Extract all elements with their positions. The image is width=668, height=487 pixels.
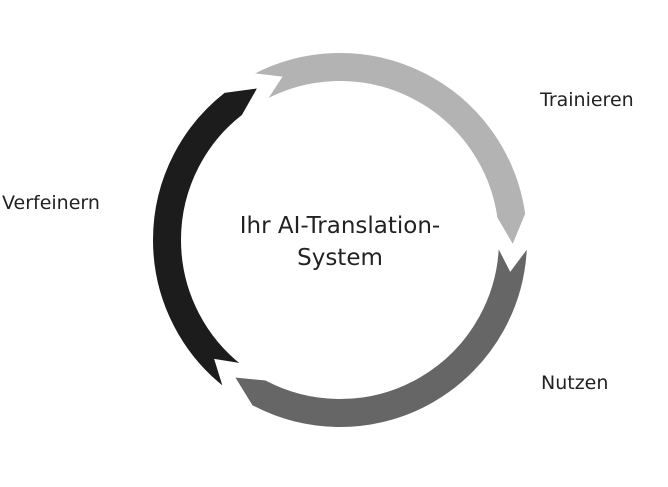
arrow-verfeinern	[151, 85, 261, 391]
arrow-nutzen	[231, 241, 529, 429]
center-title: Ihr AI-Translation- System	[190, 210, 490, 274]
stage-label-trainieren: Trainieren	[540, 89, 634, 111]
arrow-trainieren	[248, 51, 528, 249]
stage-label-nutzen: Nutzen	[541, 372, 609, 394]
stage-label-verfeinern: Verfeinern	[2, 192, 100, 214]
center-title-line2: System	[297, 245, 383, 271]
center-title-line1: Ihr AI-Translation-	[239, 213, 441, 239]
